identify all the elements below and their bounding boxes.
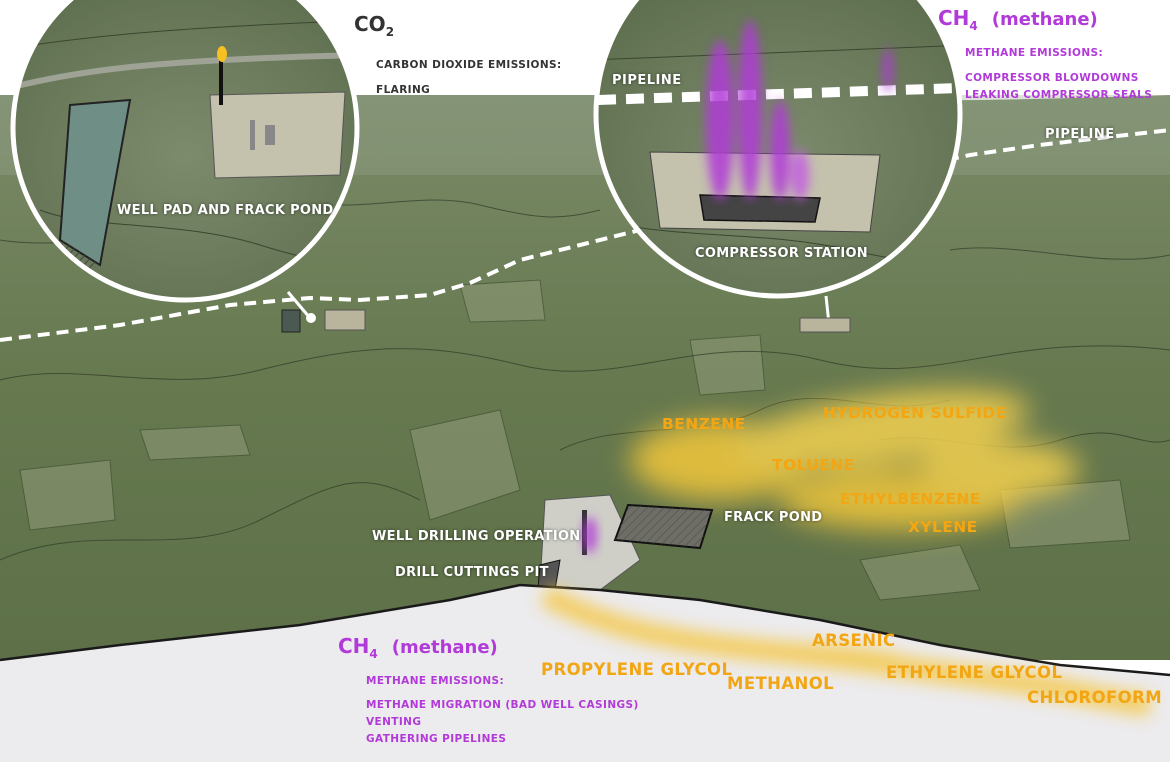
chem-ethylbenzene: ETHYLBENZENE [840, 490, 981, 508]
underground-plume [539, 585, 1152, 716]
ch4-title-top: CH4 (methane) [938, 6, 1098, 33]
co2-subscript: 2 [385, 25, 395, 39]
compressor-station-label: COMPRESSOR STATION [695, 246, 868, 261]
ch4-source-migration: METHANE MIGRATION (BAD WELL CASINGS) [366, 699, 639, 711]
co2-title: CO2 [354, 12, 394, 39]
chem-propylene-glycol: PROPYLENE GLYCOL [541, 660, 733, 679]
air-plume [630, 389, 1080, 530]
ch4-emissions-heading-top: METHANE EMISSIONS: [965, 47, 1104, 59]
ch4-source-seals: LEAKING COMPRESSOR SEALS [965, 89, 1153, 101]
chem-toluene: TOLUENE [772, 456, 855, 474]
ch4-subscript-bottom: 4 [369, 647, 378, 661]
co2-formula: CO [354, 12, 386, 36]
field-patches [19, 279, 1131, 601]
inset-pipeline-label: PIPELINE [612, 73, 682, 88]
chem-arsenic: ARSENIC [812, 631, 896, 650]
drill-cuttings-label: DRILL CUTTINGS PIT [395, 565, 549, 580]
frack-pond-label: FRACK POND [724, 510, 823, 525]
inset-right-border [593, 0, 963, 299]
pipeline-line [0, 128, 1170, 342]
map-pipeline-label: PIPELINE [1045, 127, 1115, 142]
ch4-emissions-heading-bottom: METHANE EMISSIONS: [366, 675, 505, 687]
ch4-formula-top: CH [938, 6, 970, 30]
chem-methanol: METHANOL [727, 674, 835, 693]
well-drilling-label: WELL DRILLING OPERATION [372, 529, 581, 544]
ch4-name-bottom: (methane) [391, 637, 498, 658]
chem-benzene: BENZENE [662, 415, 746, 433]
chem-chloroform: CHLOROFORM [1027, 688, 1163, 707]
ch4-title-bottom: CH4 (methane) [338, 634, 498, 661]
ch4-source-blowdowns: COMPRESSOR BLOWDOWNS [965, 72, 1139, 84]
ch4-subscript-top: 4 [969, 19, 978, 33]
inset-left-border [10, 0, 360, 303]
inset-well-pad [13, 0, 357, 300]
ch4-source-gathering: GATHERING PIPELINES [366, 733, 507, 745]
chem-xylene: XYLENE [908, 518, 978, 536]
co2-emissions-heading: CARBON DIOXIDE EMISSIONS: [376, 59, 562, 71]
ch4-formula-bottom: CH [338, 634, 370, 658]
well-pad-label: WELL PAD AND FRACK POND [117, 203, 334, 218]
ch4-source-venting: VENTING [366, 716, 422, 728]
ch4-sources-top: COMPRESSOR BLOWDOWNS LEAKING COMPRESSOR … [965, 70, 1152, 104]
ch4-name-top: (methane) [991, 9, 1098, 30]
chem-ethylene-glycol: ETHYLENE GLYCOL [886, 663, 1063, 682]
chem-hydrogen-sulfide: HYDROGEN SULFIDE [823, 404, 1007, 422]
ch4-sources-bottom: METHANE MIGRATION (BAD WELL CASINGS) VEN… [366, 697, 639, 748]
ground-section [0, 585, 1170, 762]
co2-source-flaring: FLARING [376, 84, 431, 96]
